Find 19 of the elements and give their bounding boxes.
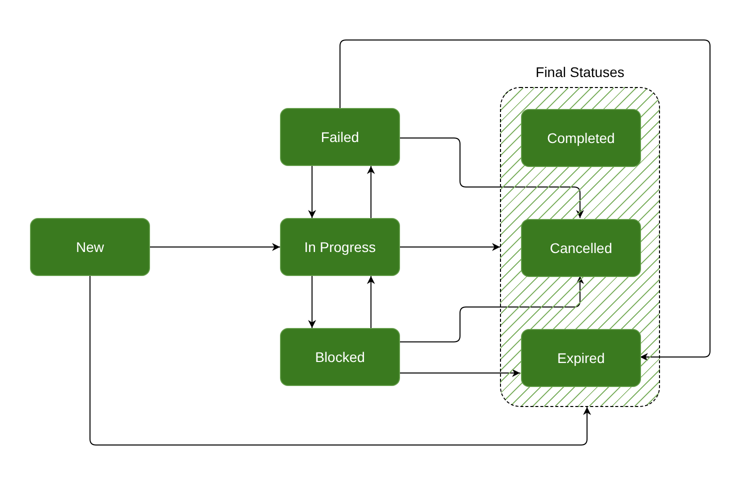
arrow [150,243,280,251]
state-box: Failed [280,108,400,166]
arrow [340,40,710,361]
arrow [308,166,316,218]
state-box: Completed [521,109,641,167]
arrow [400,243,500,251]
state-box: New [30,218,150,276]
arrow [400,369,520,377]
arrow [366,166,375,218]
arrow [366,276,375,328]
state-box: In Progress [280,218,400,276]
arrow [400,137,584,218]
arrow [400,276,584,342]
state-box: Expired [521,329,641,387]
state-box: Cancelled [521,219,641,277]
arrow [308,276,316,328]
group-heading: Final Statuses [534,63,626,82]
arrow [90,276,592,446]
state-box: Blocked [280,328,400,386]
